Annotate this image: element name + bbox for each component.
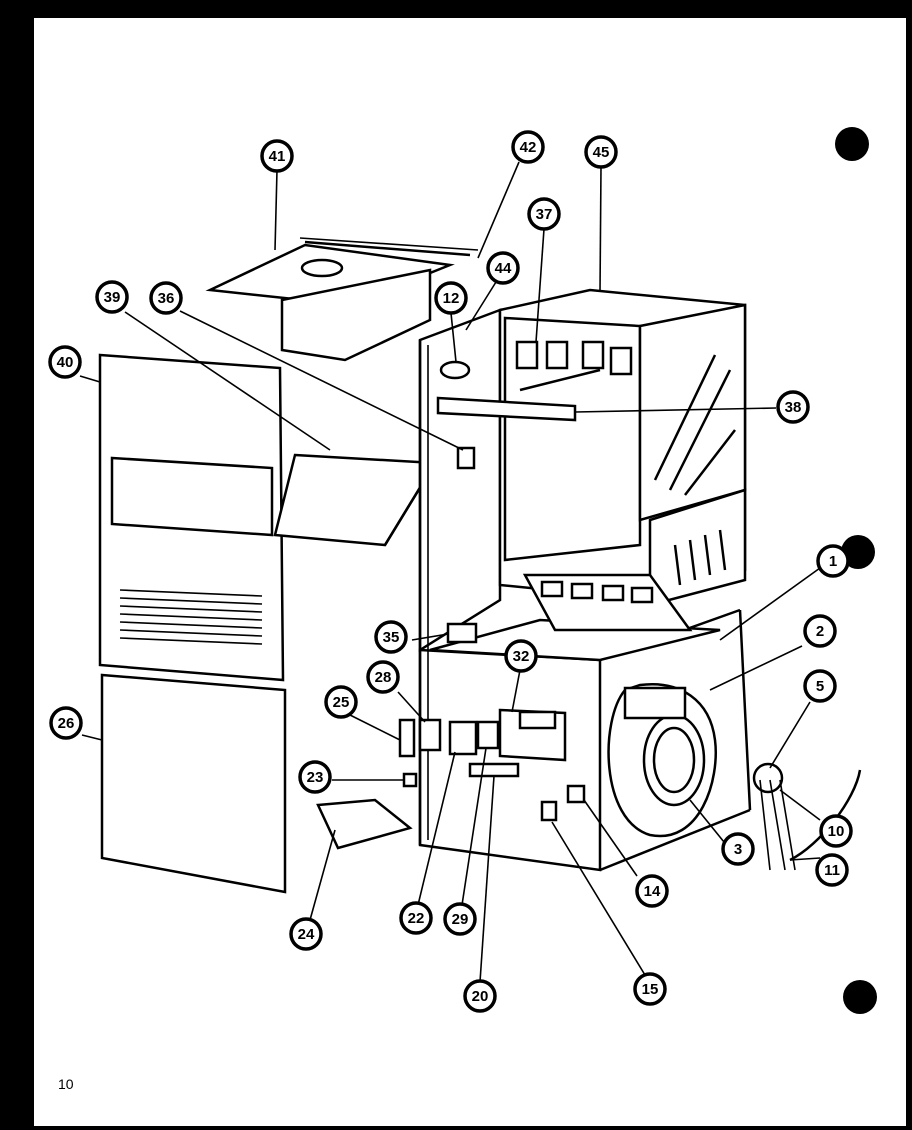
- callout-12: 12: [434, 281, 468, 315]
- callout-42: 42: [511, 130, 545, 164]
- callout-24: 24: [289, 917, 323, 951]
- svg-text:45: 45: [593, 144, 610, 161]
- top-cover-plate: [205, 237, 479, 362]
- svg-text:32: 32: [513, 648, 530, 665]
- svg-text:22: 22: [408, 910, 425, 927]
- wiring-harness-11: [789, 769, 862, 862]
- callout-38: 38: [776, 390, 810, 424]
- lower-front-panel: [100, 673, 287, 894]
- svg-text:15: 15: [642, 981, 659, 998]
- leader-lines: [79, 161, 821, 983]
- callout-20: 20: [463, 979, 497, 1013]
- transformer-35: [446, 622, 478, 644]
- gas-valve-22: [448, 720, 478, 756]
- callout-41: 41: [260, 139, 294, 173]
- callout-26: 26: [49, 706, 83, 740]
- svg-text:24: 24: [298, 926, 315, 943]
- switch-15: [540, 800, 558, 822]
- component-29: [476, 720, 500, 750]
- callout-29: 29: [443, 902, 477, 936]
- callout-22: 22: [399, 901, 433, 935]
- callout-40: 40: [48, 345, 82, 379]
- callout-10: 10: [819, 814, 853, 848]
- louver-grille: [119, 589, 263, 645]
- svg-text:42: 42: [520, 139, 537, 156]
- component-14: [566, 784, 586, 804]
- component-36: [456, 446, 476, 470]
- manifold-bar: [436, 396, 577, 422]
- svg-text:23: 23: [307, 769, 324, 786]
- svg-text:35: 35: [383, 629, 400, 646]
- svg-text:5: 5: [816, 678, 824, 695]
- upper-front-panel: [98, 353, 285, 682]
- svg-text:14: 14: [644, 883, 661, 900]
- callout-39: 39: [95, 280, 129, 314]
- svg-text:36: 36: [158, 290, 175, 307]
- svg-text:11: 11: [824, 862, 840, 879]
- svg-text:39: 39: [104, 289, 121, 306]
- page-number: 10: [58, 1076, 74, 1092]
- svg-text:1: 1: [829, 553, 837, 570]
- component-23: [402, 772, 418, 788]
- blower-assembly: [607, 683, 717, 838]
- callout-5: 5: [803, 669, 837, 703]
- svg-text:38: 38: [785, 399, 802, 416]
- registration-dot-bottom: [843, 980, 877, 1014]
- svg-text:40: 40: [57, 354, 74, 371]
- svg-text:41: 41: [269, 148, 286, 165]
- callout-32: 32: [504, 639, 538, 673]
- svg-text:20: 20: [472, 988, 489, 1005]
- terminal-strip-20: [468, 762, 520, 778]
- filter-rack: [273, 453, 438, 547]
- svg-text:3: 3: [734, 841, 742, 858]
- callout-35: 35: [374, 620, 408, 654]
- svg-text:29: 29: [452, 911, 469, 928]
- callout-1: 1: [816, 544, 850, 578]
- callout-15: 15: [633, 972, 667, 1006]
- svg-text:10: 10: [828, 823, 845, 840]
- blower-motor: [752, 762, 796, 871]
- svg-text:25: 25: [333, 694, 350, 711]
- callout-23: 23: [298, 760, 332, 794]
- callout-2: 2: [803, 614, 837, 648]
- callout-44: 44: [486, 251, 520, 285]
- heat-exchanger: [498, 288, 747, 632]
- svg-text:26: 26: [58, 715, 75, 732]
- limit-switch-12: [439, 360, 471, 380]
- control-board-32: [498, 708, 567, 762]
- component-28: [418, 718, 442, 752]
- callout-36: 36: [149, 281, 183, 315]
- svg-text:12: 12: [443, 290, 460, 307]
- callout-28: 28: [366, 660, 400, 694]
- callout-25: 25: [324, 685, 358, 719]
- svg-text:44: 44: [495, 260, 512, 277]
- bracket-25: [398, 718, 416, 758]
- registration-dot-top: [835, 127, 869, 161]
- callout-45: 45: [584, 135, 618, 169]
- callout-14: 14: [635, 874, 669, 908]
- access-cover-24: [316, 798, 413, 850]
- svg-text:37: 37: [536, 206, 553, 223]
- callout-11: 11: [815, 853, 849, 887]
- svg-text:2: 2: [816, 623, 824, 640]
- svg-text:28: 28: [375, 669, 392, 686]
- callout-3: 3: [721, 832, 755, 866]
- callout-37: 37: [527, 197, 561, 231]
